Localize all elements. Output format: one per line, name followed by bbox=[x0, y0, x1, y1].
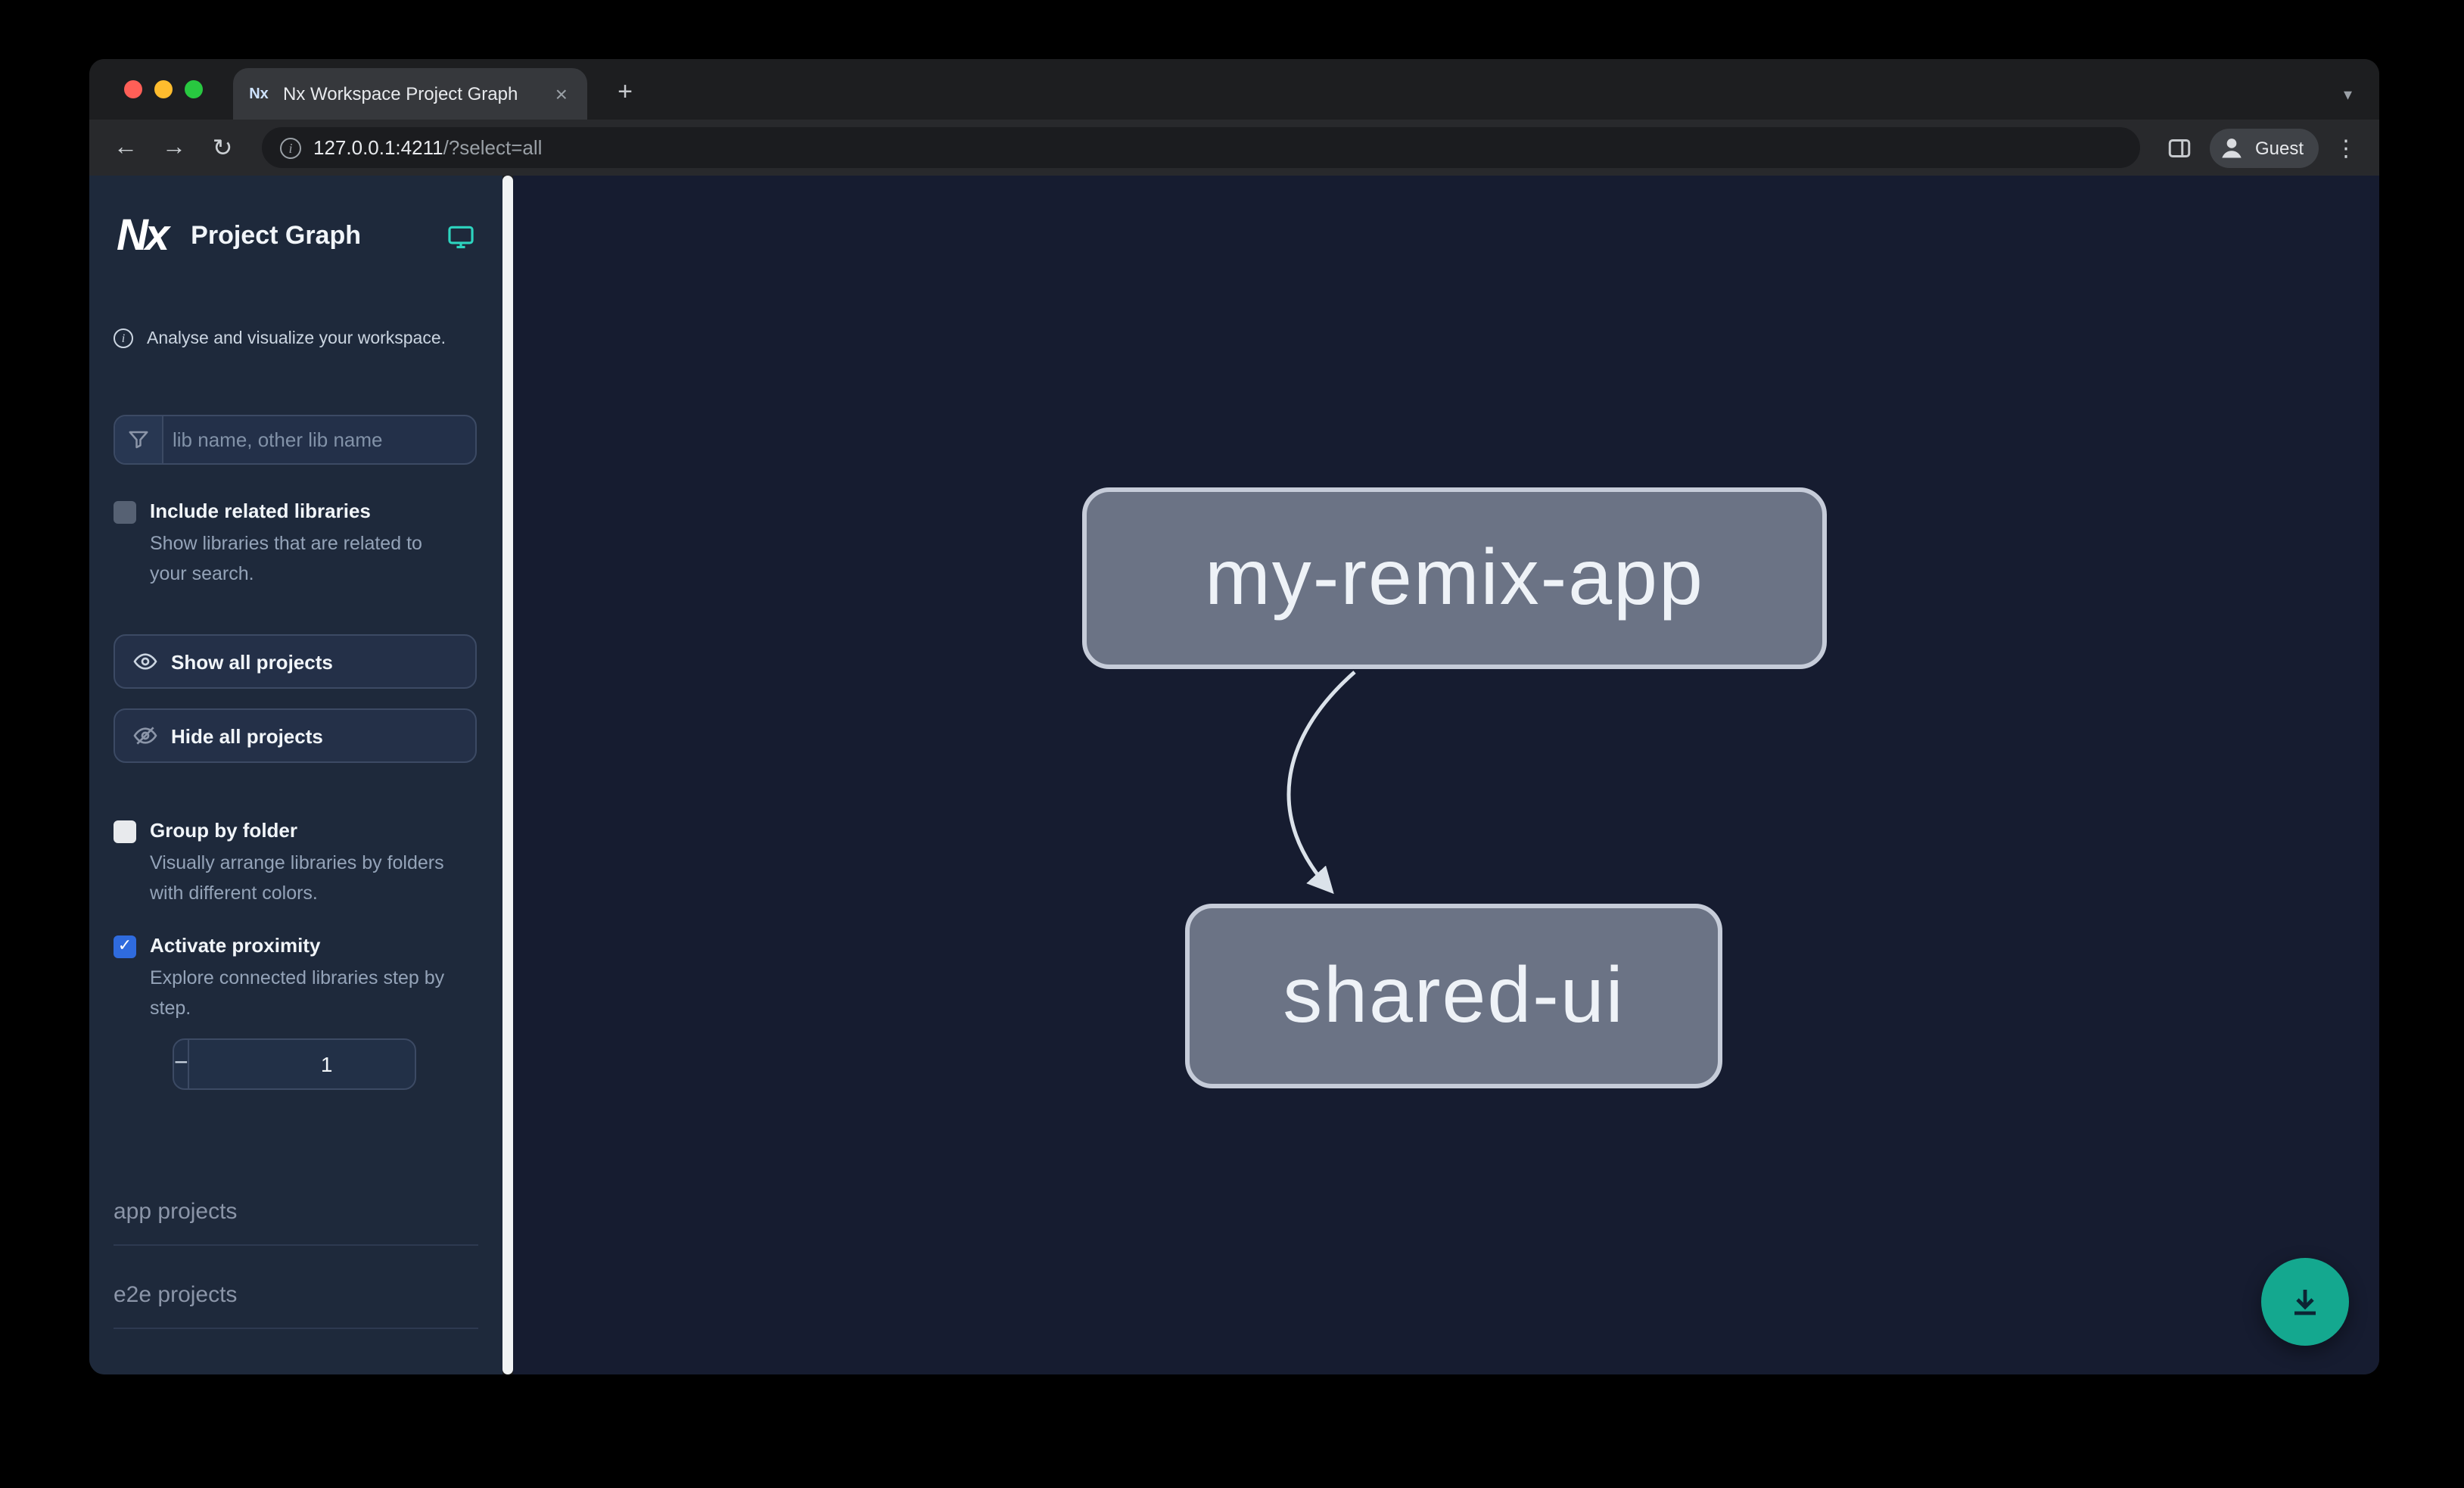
tab-title: Nx Workspace Project Graph bbox=[283, 83, 518, 104]
group-by-folder-label: Group by folder bbox=[150, 819, 297, 842]
check-icon: ✓ bbox=[117, 937, 132, 955]
divider bbox=[114, 1244, 478, 1246]
edge-my-remix-app-to-shared-ui bbox=[1286, 671, 1356, 895]
group-by-folder-option: Group by folder Visually arrange librari… bbox=[89, 817, 502, 908]
activate-proximity-checkbox[interactable]: ✓ bbox=[114, 935, 136, 958]
node-label: my-remix-app bbox=[1205, 534, 1704, 622]
activate-proximity-option: ✓ Activate proximity Explore connected l… bbox=[89, 932, 502, 1023]
divider bbox=[114, 1328, 478, 1329]
section-app-projects[interactable]: app projects bbox=[114, 1199, 238, 1225]
profile-button[interactable]: Guest bbox=[2209, 128, 2319, 167]
forward-button[interactable]: → bbox=[162, 134, 186, 160]
node-label: shared-ui bbox=[1283, 952, 1625, 1040]
nx-favicon-icon: Nx bbox=[249, 86, 269, 102]
show-all-label: Show all projects bbox=[171, 650, 333, 673]
window-close-button[interactable] bbox=[124, 80, 142, 98]
tagline-text: Analyse and visualize your workspace. bbox=[147, 329, 446, 347]
hide-all-label: Hide all projects bbox=[171, 724, 323, 747]
workspace-tagline: i Analyse and visualize your workspace. bbox=[114, 328, 478, 348]
address-bar[interactable]: i 127.0.0.1:4211/?select=all bbox=[262, 127, 2140, 168]
theme-monitor-icon[interactable] bbox=[446, 222, 475, 251]
browser-window: Nx Nx Workspace Project Graph × + ▾ ← → … bbox=[89, 59, 2379, 1374]
hide-all-projects-button[interactable]: Hide all projects bbox=[114, 708, 477, 763]
info-icon: i bbox=[114, 328, 133, 348]
page-title: Project Graph bbox=[191, 221, 361, 250]
include-related-desc: Show libraries that are related to your … bbox=[150, 533, 422, 584]
url-host: 127.0.0.1:4211 bbox=[313, 135, 443, 158]
tab-strip: Nx Nx Workspace Project Graph × + ▾ bbox=[89, 59, 2379, 120]
avatar-icon bbox=[2222, 139, 2242, 158]
reload-button[interactable]: ↻ bbox=[212, 135, 233, 161]
graph-node-my-remix-app[interactable]: my-remix-app bbox=[1082, 487, 1827, 669]
show-all-projects-button[interactable]: Show all projects bbox=[114, 634, 477, 689]
window-minimize-button[interactable] bbox=[154, 80, 173, 98]
project-sections: app projects e2e projects bbox=[89, 1199, 502, 1329]
site-info-icon[interactable]: i bbox=[280, 137, 301, 158]
section-e2e-projects[interactable]: e2e projects bbox=[114, 1282, 238, 1308]
group-by-folder-checkbox[interactable] bbox=[114, 820, 136, 843]
browser-toolbar: ← → ↻ i 127.0.0.1:4211/?select=all Guest… bbox=[89, 120, 2379, 176]
activate-proximity-desc: Explore connected libraries step by step… bbox=[150, 967, 445, 1019]
window-zoom-button[interactable] bbox=[185, 80, 203, 98]
back-button[interactable]: ← bbox=[114, 134, 138, 160]
browser-tab[interactable]: Nx Nx Workspace Project Graph × bbox=[233, 68, 587, 120]
include-related-option: Include related libraries Show libraries… bbox=[89, 498, 502, 589]
filter-funnel-icon bbox=[115, 416, 163, 463]
profile-label: Guest bbox=[2254, 137, 2304, 158]
group-by-folder-desc: Visually arrange libraries by folders wi… bbox=[150, 852, 444, 904]
eye-icon bbox=[133, 653, 157, 670]
graph-edge-layer bbox=[1286, 671, 1356, 895]
sidebar-scrollbar[interactable] bbox=[502, 176, 513, 1374]
tab-close-icon[interactable]: × bbox=[555, 82, 568, 106]
download-icon bbox=[2294, 1290, 2316, 1315]
eye-off-icon bbox=[133, 727, 157, 745]
download-graph-button[interactable] bbox=[2261, 1258, 2349, 1346]
sidebar: Nx Project Graph i Analyse and visualize… bbox=[89, 176, 502, 1374]
nx-logo: Nx bbox=[117, 211, 170, 260]
proximity-stepper: − + bbox=[173, 1038, 416, 1090]
proximity-value-input[interactable] bbox=[189, 1040, 415, 1088]
graph-canvas[interactable]: my-remix-app shared-ui bbox=[513, 176, 2379, 1374]
include-related-checkbox[interactable] bbox=[114, 501, 136, 524]
window-controls bbox=[124, 80, 203, 98]
search-input[interactable] bbox=[163, 428, 475, 451]
url-path: /?select=all bbox=[443, 135, 543, 158]
proximity-decrement-button[interactable]: − bbox=[174, 1040, 190, 1088]
browser-menu-icon[interactable]: ⋮ bbox=[2335, 135, 2357, 161]
app-header: Nx Project Graph bbox=[89, 176, 502, 297]
activate-proximity-label: Activate proximity bbox=[150, 934, 321, 957]
page-content: Nx Project Graph i Analyse and visualize… bbox=[89, 176, 2379, 1374]
side-panel-icon[interactable] bbox=[2158, 126, 2201, 169]
search-box bbox=[114, 415, 477, 465]
tab-search-chevron-icon[interactable]: ▾ bbox=[2343, 86, 2352, 104]
url-text: 127.0.0.1:4211/?select=all bbox=[313, 134, 542, 161]
include-related-label: Include related libraries bbox=[150, 500, 371, 522]
new-tab-button[interactable]: + bbox=[618, 77, 633, 106]
graph-node-shared-ui[interactable]: shared-ui bbox=[1185, 904, 1722, 1088]
